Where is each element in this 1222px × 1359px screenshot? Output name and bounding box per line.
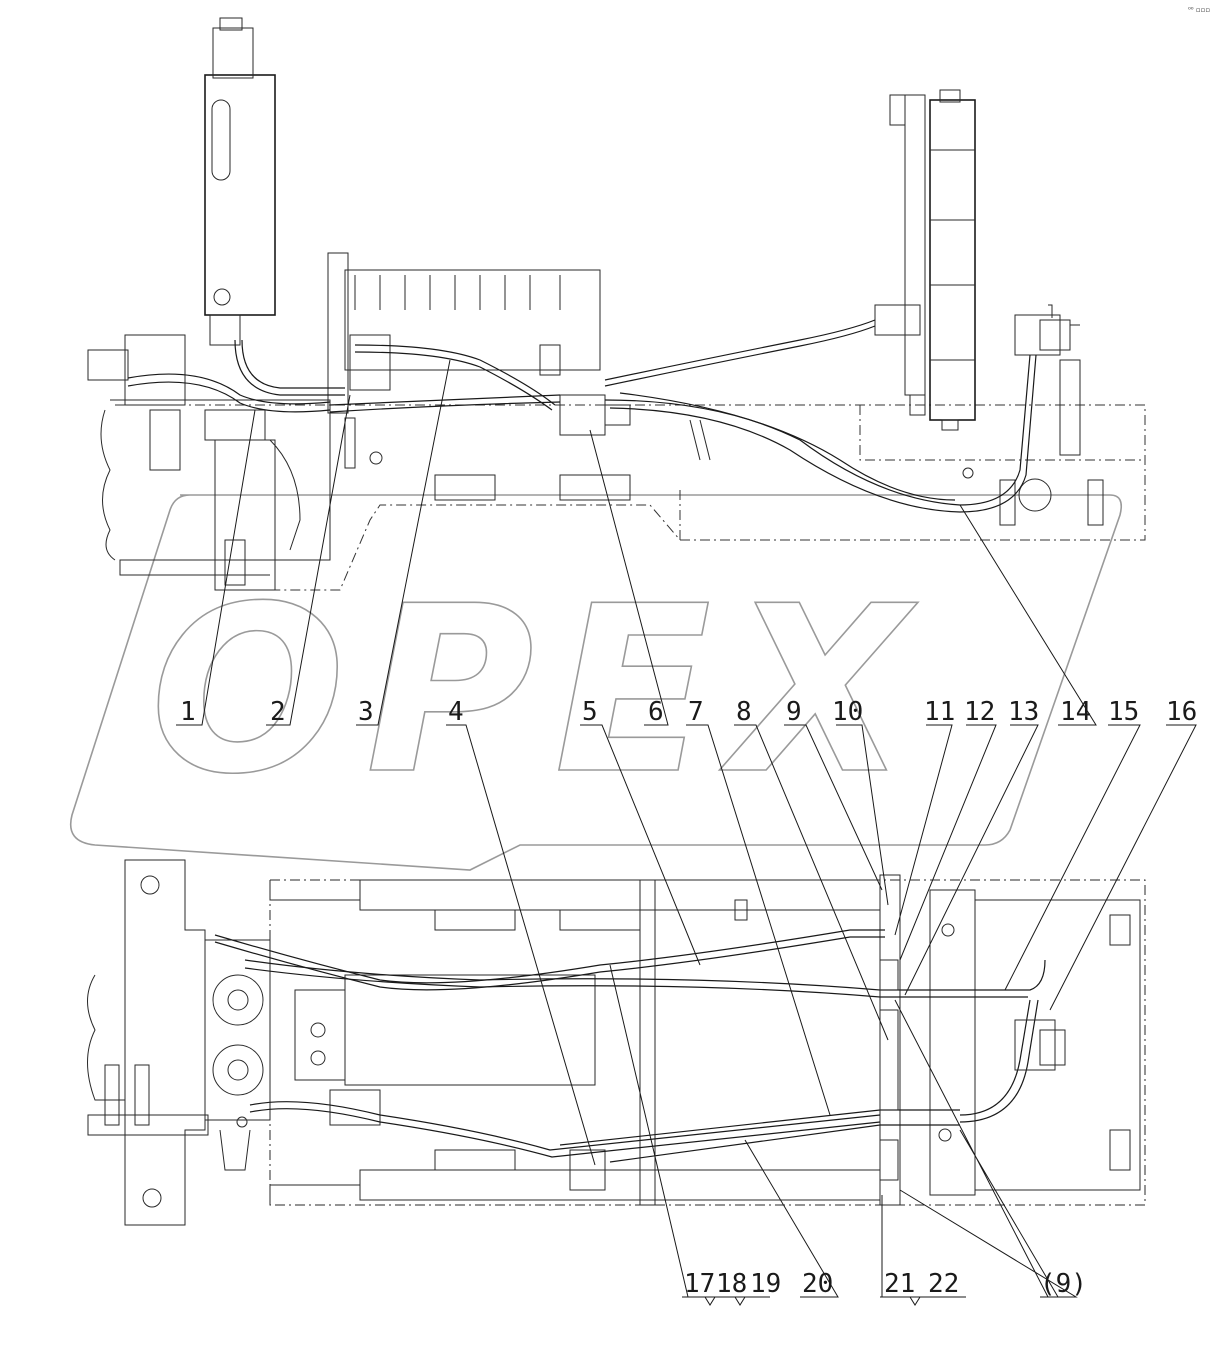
callout-8: 8 (736, 697, 752, 727)
callout-16: 16 (1166, 697, 1197, 727)
callout-5: 5 (582, 697, 598, 727)
callout-4: 4 (448, 697, 464, 727)
callout-15: 15 (1108, 697, 1139, 727)
callout-9-reference: (9) (1040, 1269, 1087, 1299)
callout-21: 21 (884, 1269, 915, 1299)
callout-22: 22 (928, 1269, 959, 1299)
watermark-text: OPEX (150, 558, 929, 825)
callout-7: 7 (688, 697, 704, 727)
watermark: OPEX (70, 494, 1123, 871)
callout-13: 13 (1008, 697, 1039, 727)
callout-19: 19 (750, 1269, 781, 1299)
callout-17: 17 (684, 1269, 715, 1299)
callout-3: 3 (358, 697, 374, 727)
callout-6: 6 (648, 697, 664, 727)
callout-1: 1 (180, 697, 196, 727)
callout-12: 12 (964, 697, 995, 727)
callout-2: 2 (270, 697, 286, 727)
callout-14: 14 (1060, 697, 1091, 727)
callout-18: 18 (716, 1269, 747, 1299)
callout-labels: 1 2 3 4 5 6 7 8 9 10 11 12 13 14 15 16 1… (180, 697, 1197, 1299)
callout-leaders (176, 359, 1197, 1306)
callout-10: 10 (832, 697, 863, 727)
callout-20: 20 (802, 1269, 833, 1299)
callout-9: 9 (786, 697, 802, 727)
bottom-view (87, 859, 1146, 1226)
corner-mark: ⁰⁰ ▫▫▫ (1188, 6, 1210, 14)
top-view (87, 17, 1146, 591)
callout-11: 11 (924, 697, 955, 727)
